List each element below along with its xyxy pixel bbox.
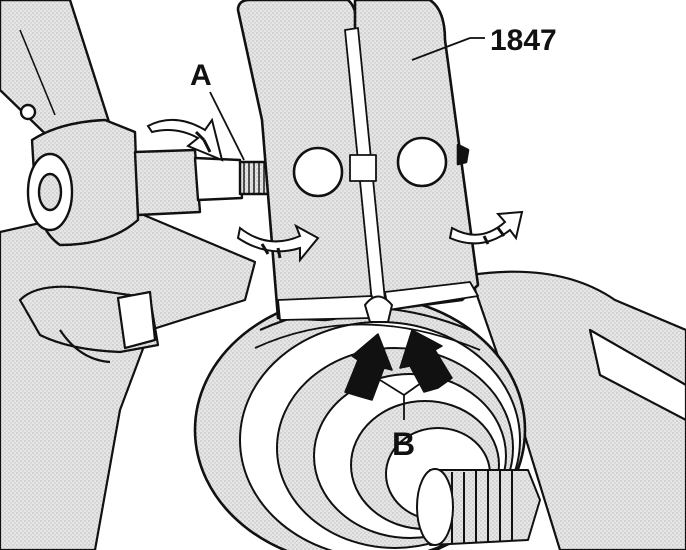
splined-shaft: [416, 468, 541, 546]
point-b-label: B: [392, 426, 415, 462]
tool-number-label: 1847: [490, 24, 557, 57]
pliers-tool: [236, 0, 480, 323]
point-a-label: A: [190, 59, 212, 92]
curved-arrow-hatching: [194, 130, 506, 259]
block-arrow-icon: [344, 329, 453, 401]
mount-bracket: [18, 285, 160, 364]
leader-lines: [209, 37, 485, 420]
lever-arm: [0, 0, 274, 247]
curved-arrow-icon: [146, 117, 524, 263]
